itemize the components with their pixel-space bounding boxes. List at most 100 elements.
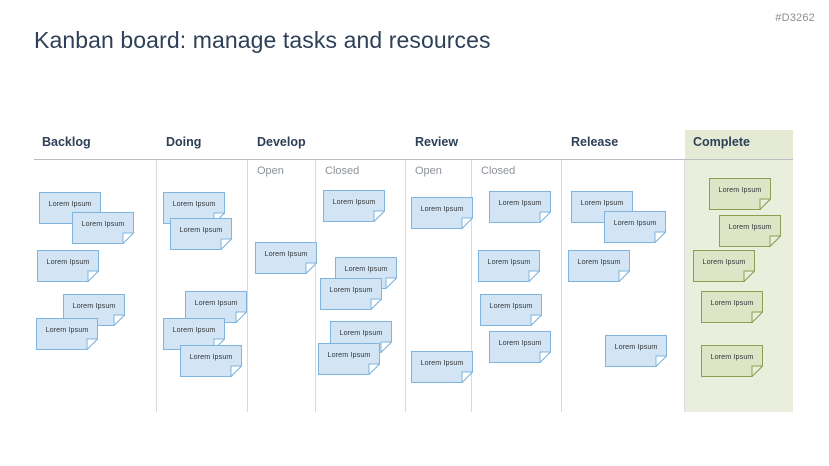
kanban-card-label: Lorem Ipsum	[487, 257, 531, 266]
kanban-card-label: Lorem Ipsum	[420, 358, 464, 367]
column-title-release[interactable]: Release	[571, 135, 619, 149]
sticky-note-shape-icon	[568, 250, 630, 282]
kanban-card[interactable]: Lorem Ipsum	[701, 291, 763, 323]
kanban-card[interactable]: Lorem Ipsum	[693, 250, 755, 282]
subcolumn-title-develop-closed[interactable]: Closed	[325, 165, 360, 177]
column-title-doing[interactable]: Doing	[166, 135, 202, 149]
sticky-note-shape-icon	[318, 343, 380, 375]
kanban-card-label: Lorem Ipsum	[48, 199, 92, 208]
kanban-card-label: Lorem Ipsum	[72, 301, 116, 310]
column-title-backlog[interactable]: Backlog	[42, 135, 91, 149]
kanban-card-label: Lorem Ipsum	[498, 198, 542, 207]
sticky-note-shape-icon	[170, 218, 232, 250]
kanban-card-label: Lorem Ipsum	[327, 350, 371, 359]
kanban-card-label: Lorem Ipsum	[420, 204, 464, 213]
kanban-card[interactable]: Lorem Ipsum	[170, 218, 232, 250]
kanban-card[interactable]: Lorem Ipsum	[719, 215, 781, 247]
sticky-note-shape-icon	[163, 318, 225, 350]
column-title-develop[interactable]: Develop	[257, 135, 306, 149]
kanban-card[interactable]: Lorem Ipsum	[605, 335, 667, 367]
kanban-card-label: Lorem Ipsum	[172, 325, 216, 334]
kanban-card[interactable]: Lorem Ipsum	[36, 318, 98, 350]
kanban-card-label: Lorem Ipsum	[710, 298, 754, 307]
kanban-card-label: Lorem Ipsum	[339, 328, 383, 337]
kanban-card[interactable]: Lorem Ipsum	[255, 242, 317, 274]
kanban-card[interactable]: Lorem Ipsum	[323, 190, 385, 222]
sticky-note-shape-icon	[480, 294, 542, 326]
kanban-card-label: Lorem Ipsum	[45, 325, 89, 334]
kanban-card[interactable]: Lorem Ipsum	[701, 345, 763, 377]
column-title-review[interactable]: Review	[415, 135, 459, 149]
kanban-card-label: Lorem Ipsum	[613, 218, 657, 227]
column-divider-4	[471, 160, 472, 412]
kanban-card-label: Lorem Ipsum	[179, 225, 223, 234]
column-divider-3	[405, 160, 406, 412]
sticky-note-shape-icon	[72, 212, 134, 244]
sticky-note-shape-icon	[709, 178, 771, 210]
complete-column-header-panel	[685, 130, 793, 159]
sticky-note-shape-icon	[701, 345, 763, 377]
kanban-card[interactable]: Lorem Ipsum	[489, 331, 551, 363]
kanban-card[interactable]: Lorem Ipsum	[37, 250, 99, 282]
subcolumn-title-review-open[interactable]: Open	[415, 165, 442, 177]
kanban-card[interactable]: Lorem Ipsum	[568, 250, 630, 282]
kanban-card-label: Lorem Ipsum	[81, 219, 125, 228]
kanban-card-label: Lorem Ipsum	[489, 301, 533, 310]
kanban-card-label: Lorem Ipsum	[580, 198, 624, 207]
page-title: Kanban board: manage tasks and resources	[34, 27, 491, 53]
column-divider-5	[561, 160, 562, 412]
sticky-note-shape-icon	[478, 250, 540, 282]
sticky-note-shape-icon	[693, 250, 755, 282]
kanban-card-label: Lorem Ipsum	[577, 257, 621, 266]
kanban-card[interactable]: Lorem Ipsum	[185, 291, 247, 323]
kanban-card[interactable]: Lorem Ipsum	[478, 250, 540, 282]
subcolumn-title-develop-open[interactable]: Open	[257, 165, 284, 177]
sticky-note-shape-icon	[701, 291, 763, 323]
kanban-card[interactable]: Lorem Ipsum	[180, 345, 242, 377]
column-divider-1	[247, 160, 248, 412]
sticky-note-shape-icon	[63, 294, 125, 326]
kanban-card[interactable]: Lorem Ipsum	[709, 178, 771, 210]
kanban-card-label: Lorem Ipsum	[498, 338, 542, 347]
sticky-note-shape-icon	[180, 345, 242, 377]
sticky-note-shape-icon	[489, 191, 551, 223]
sticky-note-shape-icon	[719, 215, 781, 247]
kanban-card-label: Lorem Ipsum	[264, 249, 308, 258]
sticky-note-shape-icon	[320, 278, 382, 310]
kanban-card[interactable]: Lorem Ipsum	[163, 318, 225, 350]
kanban-card-label: Lorem Ipsum	[614, 342, 658, 351]
kanban-card-label: Lorem Ipsum	[710, 352, 754, 361]
sticky-note-shape-icon	[36, 318, 98, 350]
kanban-card-label: Lorem Ipsum	[46, 257, 90, 266]
kanban-card[interactable]: Lorem Ipsum	[411, 197, 473, 229]
kanban-card-label: Lorem Ipsum	[728, 222, 772, 231]
sticky-note-shape-icon	[37, 250, 99, 282]
kanban-card[interactable]: Lorem Ipsum	[489, 191, 551, 223]
kanban-card[interactable]: Lorem Ipsum	[318, 343, 380, 375]
kanban-card[interactable]: Lorem Ipsum	[320, 278, 382, 310]
sticky-note-shape-icon	[489, 331, 551, 363]
column-title-complete[interactable]: Complete	[693, 135, 750, 149]
slide-code: #D3262	[775, 12, 815, 24]
kanban-card[interactable]: Lorem Ipsum	[63, 294, 125, 326]
kanban-card-label: Lorem Ipsum	[172, 199, 216, 208]
sticky-note-shape-icon	[411, 351, 473, 383]
kanban-card[interactable]: Lorem Ipsum	[411, 351, 473, 383]
kanban-card-label: Lorem Ipsum	[344, 264, 388, 273]
kanban-card[interactable]: Lorem Ipsum	[480, 294, 542, 326]
sticky-note-shape-icon	[255, 242, 317, 274]
subcolumn-title-review-closed[interactable]: Closed	[481, 165, 516, 177]
kanban-card-label: Lorem Ipsum	[332, 197, 376, 206]
column-divider-0	[156, 160, 157, 412]
sticky-note-shape-icon	[323, 190, 385, 222]
kanban-card-label: Lorem Ipsum	[194, 298, 238, 307]
kanban-card[interactable]: Lorem Ipsum	[604, 211, 666, 243]
kanban-card-label: Lorem Ipsum	[702, 257, 746, 266]
column-divider-2	[315, 160, 316, 412]
kanban-card[interactable]: Lorem Ipsum	[72, 212, 134, 244]
kanban-card-label: Lorem Ipsum	[189, 352, 233, 361]
sticky-note-shape-icon	[604, 211, 666, 243]
sticky-note-shape-icon	[605, 335, 667, 367]
sticky-note-shape-icon	[411, 197, 473, 229]
